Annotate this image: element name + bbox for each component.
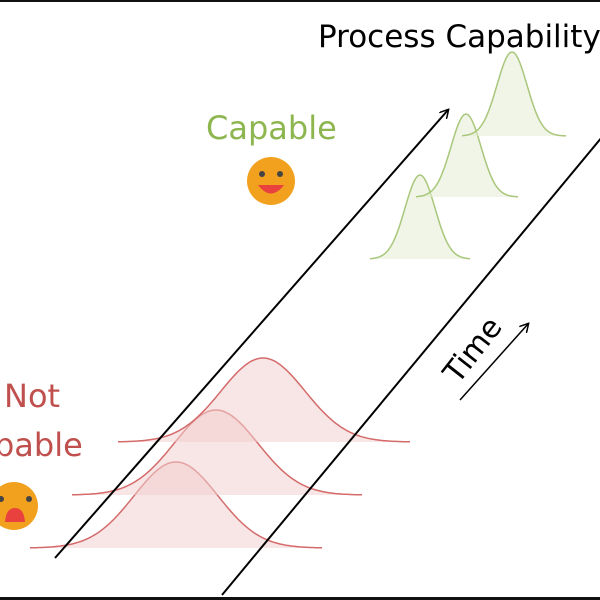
not-capable-label-line2: Capable bbox=[0, 426, 83, 464]
capable-curve-fill bbox=[462, 52, 566, 136]
not-capable-curve bbox=[117, 357, 410, 443]
not-capable-curve-fill bbox=[118, 358, 410, 442]
time-axis-arrow bbox=[54, 110, 448, 559]
shocked-face-icon bbox=[0, 482, 38, 530]
capable-curve bbox=[461, 51, 567, 137]
time-direction-arrow bbox=[459, 324, 528, 401]
capable-curve bbox=[415, 113, 519, 198]
capable-label: Capable bbox=[206, 109, 337, 147]
not-capable-curve-fill bbox=[30, 462, 322, 548]
happy-face-icon bbox=[247, 157, 295, 205]
diagram-title: Process Capability bbox=[318, 19, 600, 55]
time-axis-line bbox=[221, 137, 600, 596]
not-capable-curve-fill bbox=[72, 410, 362, 495]
capable-curve bbox=[369, 174, 471, 260]
capable-distributions bbox=[369, 51, 567, 260]
not-capable-distributions bbox=[30, 357, 410, 549]
not-capable-label-line1: Not bbox=[4, 377, 60, 415]
